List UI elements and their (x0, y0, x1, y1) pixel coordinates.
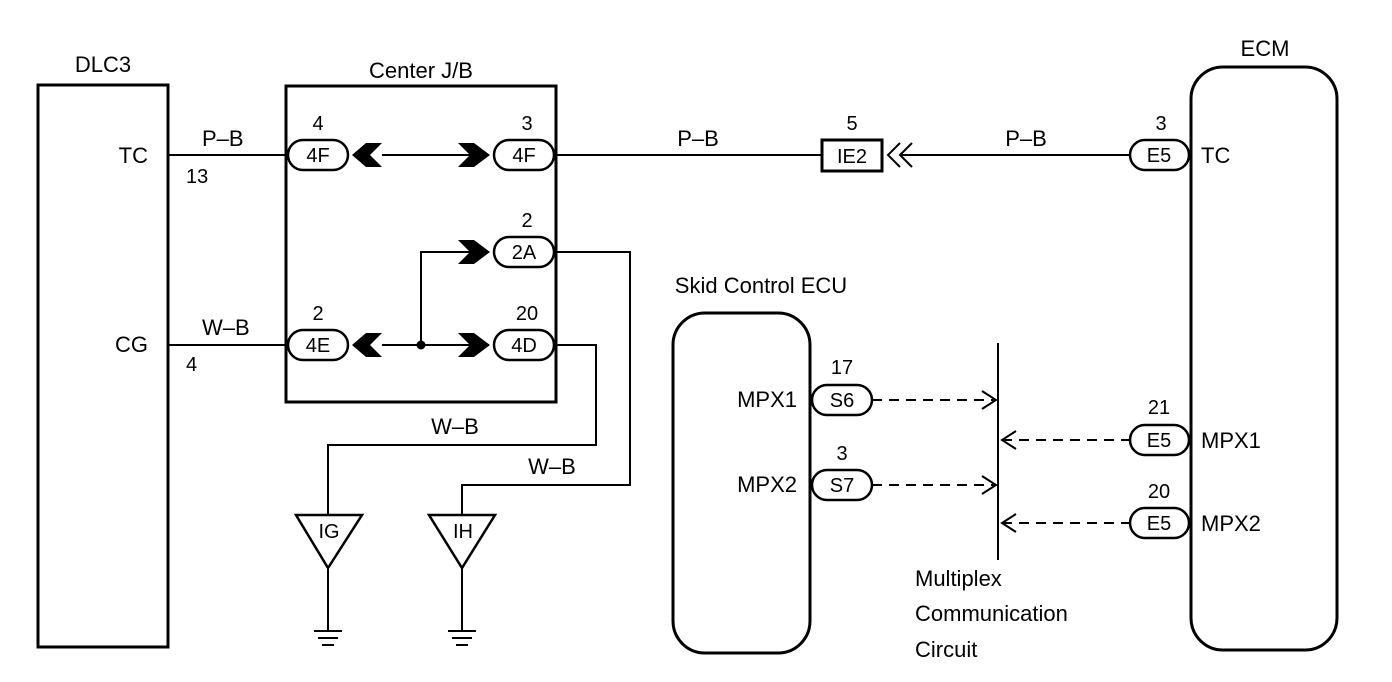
wire-label-to-ih: W–B (528, 454, 576, 479)
chevron-right-2a-icon (458, 240, 490, 264)
ground-ih-label: IH (453, 521, 473, 543)
ecm-box (1189, 65, 1339, 652)
pin-4f-right: 3 (521, 113, 532, 135)
chevron-left-4e-icon (352, 333, 382, 357)
dlc3-pin-4: 4 (186, 354, 197, 376)
connector-4f-left (286, 138, 350, 172)
chevron-right-4d-icon (458, 333, 490, 357)
connector-s6-label: S6 (830, 390, 854, 412)
arrow-s6-icon (981, 390, 998, 410)
connector-e5-tc (1128, 138, 1191, 172)
dlc3-box (36, 83, 170, 649)
skid-mpx2-label: MPX2 (737, 472, 797, 497)
connector-ie2 (820, 138, 884, 173)
pin-e5-mpx1: 21 (1148, 397, 1170, 419)
pin-4e: 2 (312, 303, 323, 325)
pin-ie2: 5 (846, 113, 857, 135)
arrow-ecm-mpx1-icon (1000, 430, 1017, 450)
connector-4f-right-label: 4F (512, 145, 535, 167)
open-chevron-1-icon (886, 142, 901, 168)
connector-e5-mpx2 (1128, 506, 1191, 540)
skid-mpx1-label: MPX1 (737, 387, 797, 412)
center-jb-box (284, 84, 558, 404)
connector-e5-mpx1 (1128, 423, 1191, 457)
wire-label-dlc-tc: P–B (202, 126, 244, 151)
wire-4d-to-ig (327, 344, 597, 515)
dlc3-title: DLC3 (75, 52, 131, 77)
connector-4d-label: 4D (511, 335, 537, 357)
connector-2a-label: 2A (512, 242, 537, 264)
ground-ig-icon (314, 630, 342, 646)
pin-e5-tc: 3 (1155, 113, 1166, 135)
pin-4d: 20 (516, 303, 538, 325)
connector-s7-label: S7 (830, 475, 854, 497)
connector-4f-left-label: 4F (306, 145, 329, 167)
connector-e5-mpx2-label: E5 (1147, 513, 1171, 535)
dlc3-tc-label: TC (119, 143, 148, 168)
chevron-left-4f-icon (352, 143, 382, 167)
connector-ie2-label: IE2 (837, 146, 867, 168)
arrow-ecm-mpx2-icon (1000, 513, 1017, 533)
center-jb-title: Center J/B (369, 58, 473, 83)
chevron-right-4f-icon (458, 143, 490, 167)
pin-2a: 2 (521, 210, 532, 232)
dlc3-cg-label: CG (115, 332, 148, 357)
ecm-tc-label: TC (1201, 143, 1230, 168)
ecm-mpx1-label: MPX1 (1201, 428, 1261, 453)
wire-label-jb-to-ie2: P–B (677, 126, 719, 151)
ecm-title: ECM (1241, 36, 1290, 61)
connector-4e (286, 328, 350, 362)
pin-e5-mpx2: 20 (1148, 481, 1170, 503)
ecm-mpx2-label: MPX2 (1201, 511, 1261, 536)
pin-4f-left: 4 (312, 113, 323, 135)
multiplex-label-line2: Communication (915, 601, 1068, 626)
wire-label-to-ig: W–B (431, 414, 479, 439)
multiplex-label-line1: Multiplex (915, 566, 1002, 591)
junction-dot (416, 340, 426, 350)
connector-4e-label: 4E (306, 335, 330, 357)
ground-ih-icon (448, 630, 476, 646)
pin-s6: 17 (831, 357, 853, 379)
skid-ecu-title: Skid Control ECU (675, 273, 847, 298)
wire-label-ie2-to-ecm: P–B (1005, 126, 1047, 151)
multiplex-label-line3: Circuit (915, 637, 977, 662)
ground-ig-label: IG (318, 521, 339, 543)
pin-s7: 3 (836, 443, 847, 465)
ground-ig-triangle (293, 513, 365, 571)
wire-label-dlc-cg: W–B (202, 315, 250, 340)
arrow-s7-icon (981, 475, 998, 495)
dlc3-pin-13: 13 (186, 166, 208, 188)
jb-internal-branch (420, 251, 470, 345)
wire-2a-to-ih (461, 251, 631, 515)
ground-ih-triangle (426, 513, 498, 571)
connector-e5-tc-label: E5 (1147, 145, 1171, 167)
connector-e5-mpx1-label: E5 (1147, 430, 1171, 452)
skid-ecu-box (671, 311, 812, 655)
